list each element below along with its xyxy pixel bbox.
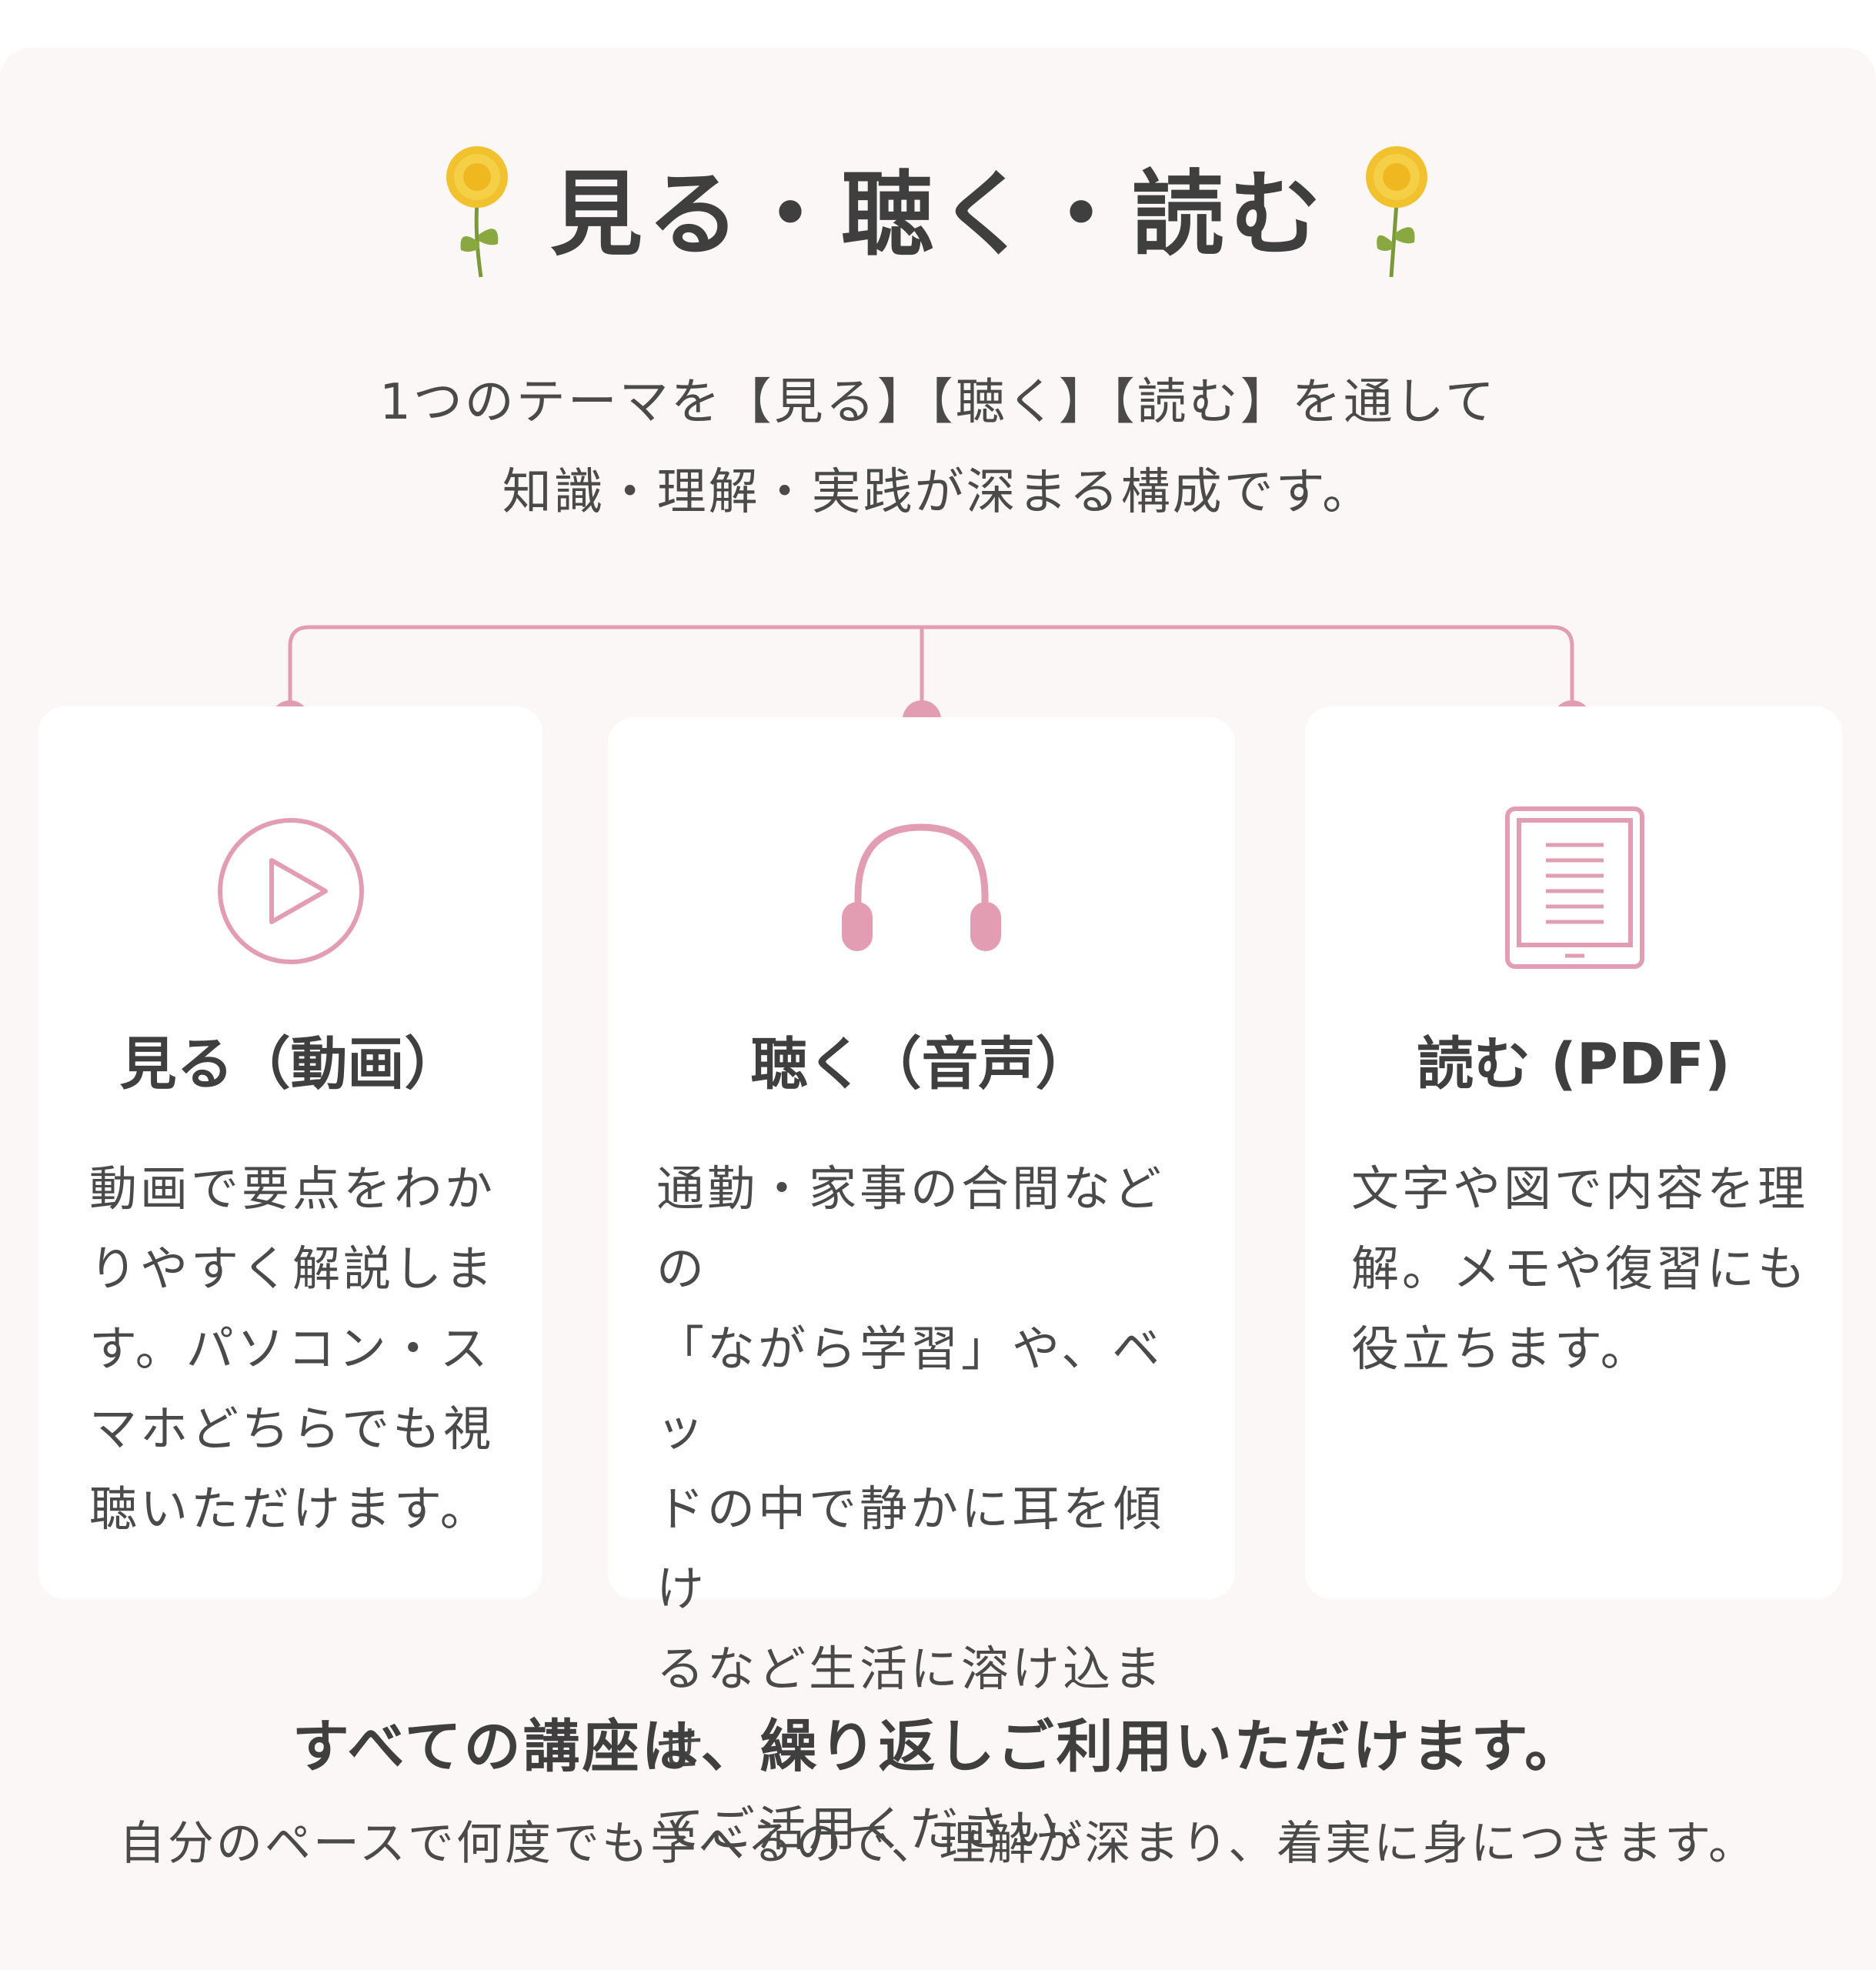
card-description-line: 役立ちます。 [1351,1321,1651,1377]
card-read: 読む (PDF) 文字や図で内容を理 解。メモや復習にも 役立ちます。 [1305,706,1842,1599]
intro-line-2: 知識・理解・実践が深まる構成です。 [502,464,1374,521]
card-description-line: るなど生活に溶け込ませ [656,1641,1165,1777]
card-title: 見る（動画） [119,1031,462,1097]
footer-subtext: 自分のペースで何度でも学べるので、理解が深まり、着実に身につきます。 [119,1817,1757,1871]
card-description-line: 通勤・家事の合間などの [656,1160,1165,1297]
dandelion-icon [1366,146,1427,278]
headphones-icon [842,823,1001,951]
footer-heading: すべての講座は、繰り返しご利用いただけます。 [292,1714,1584,1780]
card-description-line: 「ながら学習」や、ベッ [656,1321,1163,1457]
card-title: 読む (PDF) [1417,1031,1731,1097]
card-description-line: マホどちらでも視 [89,1401,495,1457]
card-description-line: 聴いただけます。 [89,1481,491,1537]
card-description-line: 解。メモや復習にも [1351,1240,1809,1297]
card-description-line: ドの中で静かに耳を傾け [656,1481,1165,1617]
card-description-line: 文字や図で内容を理 [1351,1160,1809,1217]
intro-line-1: 1つのテーマを【見る】【聴く】【読む】を通して [379,374,1497,431]
card-description-line: す。パソコン・ス [89,1321,491,1377]
card-listen: 聴く（音声） 通勤・家事の合間などの 「ながら学習」や、ベッ ドの中で静かに耳を… [608,717,1235,1857]
card-description-line: 動画で要点をわか [89,1160,496,1217]
card-title: 聴く（音声） [750,1031,1093,1097]
card-description-line: りやすく解説しま [89,1240,496,1297]
page-title: 見る・聴く・読む [550,162,1326,269]
tablet-document-icon [1505,806,1644,969]
card-description: 通勤・家事の合間などの 「ながら学習」や、ベッ ドの中で静かに耳を傾け るなど生… [656,1149,1195,1869]
dandelion-icon [446,146,508,278]
title-row: 見る・聴く・読む [0,142,1876,296]
card-description: 文字や図で内容を理 解。メモや復習にも 役立ちます。 [1351,1149,1813,1389]
card-description: 動画で要点をわか りやすく解説しま す。パソコン・ス マホどちらでも視 聴いただ… [89,1149,520,1549]
play-circle-icon [218,818,364,964]
card-description-line: てご活用ください。 [656,1801,1114,1857]
card-watch: 見る（動画） 動画で要点をわか りやすく解説しま す。パソコン・ス マホどちらで… [38,706,542,1599]
